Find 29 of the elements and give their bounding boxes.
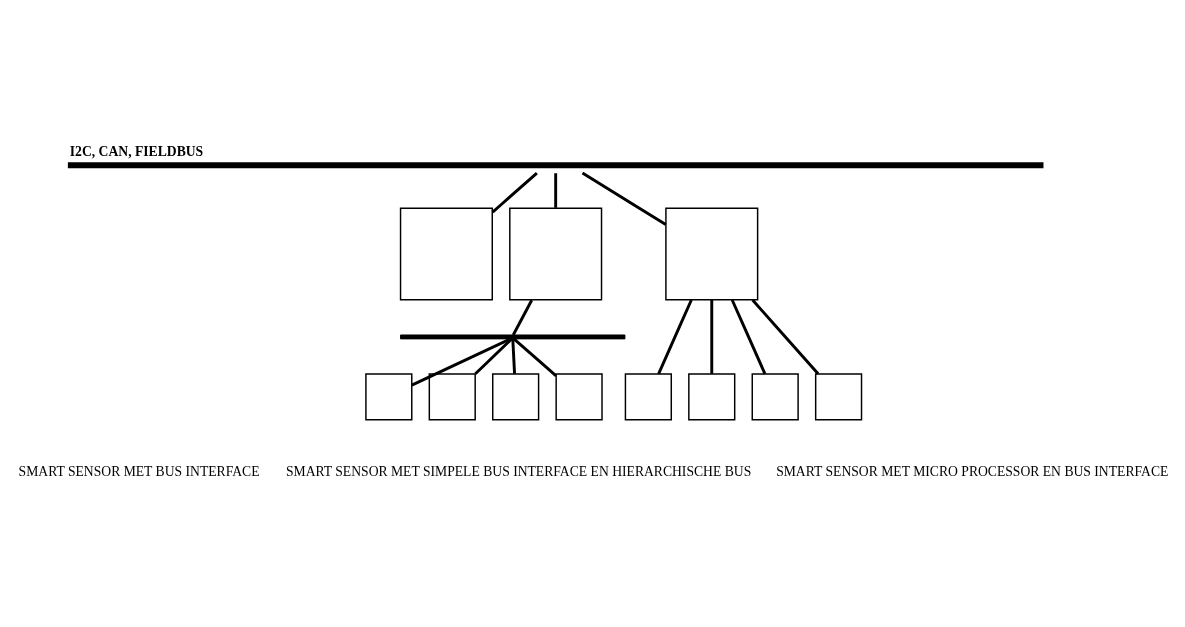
connector [751,298,820,375]
connector [511,338,516,374]
connector [730,298,767,374]
connector [710,299,714,374]
node-box [814,372,863,421]
connector [657,298,693,374]
label: SMART SENSOR MET BUS INTERFACE [18,463,260,479]
node-label: I2C, CAN, FIELDBUS [69,143,204,159]
connector [581,171,667,226]
node-box [555,372,603,421]
node-box [751,372,799,421]
connector [512,337,558,377]
label: SMART SENSOR MET SIMPELE BUS INTERFACE EN HIERARCHISCHE BUS [285,463,752,479]
node-box [428,372,476,421]
connector [511,299,533,336]
node-box [399,206,493,301]
connector [554,172,558,208]
node-box [624,372,672,421]
label: SMART SENSOR MET MICRO PROCESSOR EN BUS INTERFACE [776,463,1169,479]
connector [491,171,538,213]
node-bar [400,334,626,339]
node-box [492,372,540,421]
connector [411,337,512,386]
connector [474,337,513,375]
node-box [509,206,603,301]
node-box [365,372,413,421]
node-box [688,372,736,421]
node-box [665,206,759,301]
node-box [67,161,1044,168]
